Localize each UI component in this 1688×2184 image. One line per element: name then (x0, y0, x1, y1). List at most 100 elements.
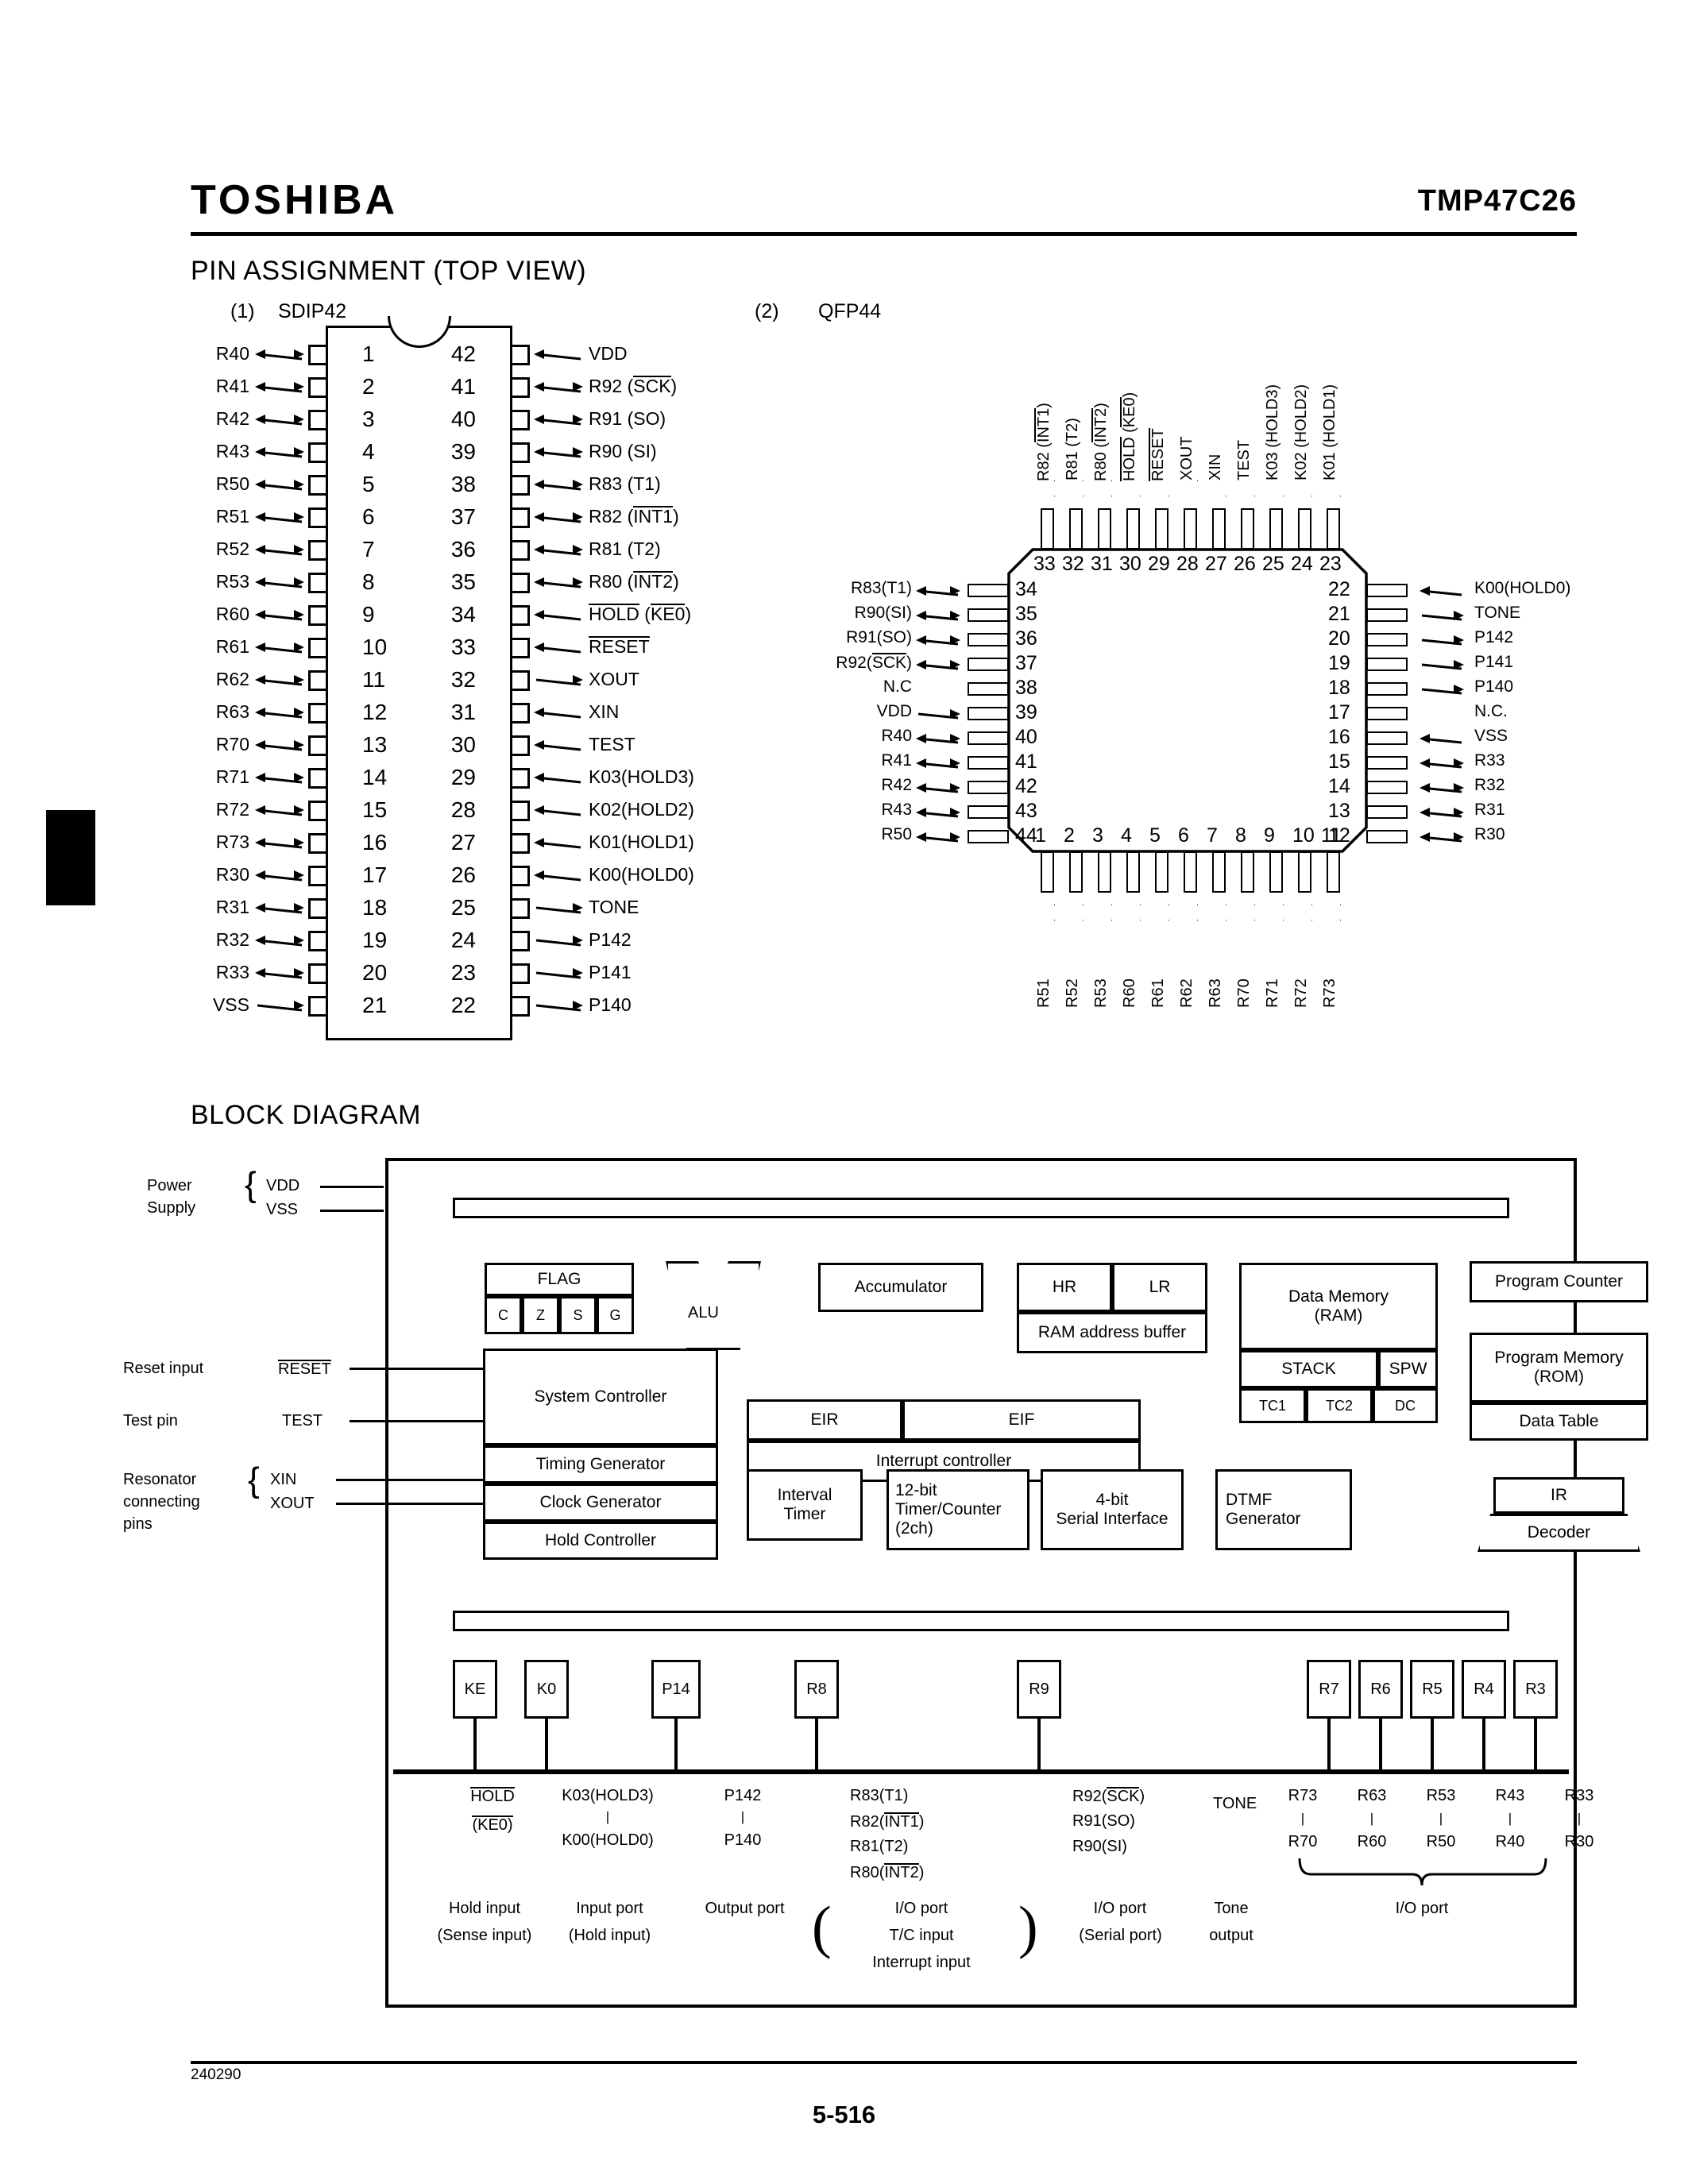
qfp44-pin-number: 28 (1176, 553, 1199, 575)
r81-signal-label: R81(T2) (850, 1838, 909, 1855)
chip-boundary (385, 1158, 1577, 2008)
pin-lead (512, 573, 530, 593)
qfp44-pin-lead (1212, 508, 1226, 550)
power-brace: { (245, 1165, 257, 1204)
data-table-block: Data Table (1470, 1403, 1648, 1441)
port-connector (1037, 1719, 1041, 1771)
eif-block: EIF (902, 1399, 1141, 1441)
lr-block: LR (1112, 1263, 1207, 1312)
port-connector (473, 1719, 477, 1771)
qfp44-pin-label: N.C (883, 677, 912, 696)
spw-block: SPW (1378, 1350, 1438, 1388)
vss-label: VSS (266, 1201, 299, 1218)
qfp44-pin-label: HOLD (KE0) (1120, 392, 1138, 481)
pin-lead (308, 670, 326, 691)
qfp44-pin-lead (1212, 851, 1226, 893)
qfp44-pin-lead (968, 633, 1009, 646)
r92-signal-label: R92(SCK) (1072, 1787, 1145, 1805)
timer-counter-block: 12-bit Timer/Counter (2ch) (886, 1469, 1029, 1550)
qfp44-direction-arrow-icon (1282, 895, 1284, 930)
p140-signal-label: P140 (724, 1831, 762, 1849)
reset-input-label: Reset input (123, 1360, 204, 1377)
pin-direction-arrow-icon (534, 773, 581, 784)
port-block-r6: R6 (1358, 1660, 1403, 1719)
pin-number: 39 (450, 439, 476, 464)
pin-label: R40 (215, 343, 249, 364)
qfp44-pin-lead (1069, 508, 1083, 550)
pin-label: R72 (215, 799, 249, 820)
r80-signal-label: R80(INT2) (850, 1863, 925, 1881)
qfp44-pin-lead (1098, 508, 1111, 550)
pin-lead (308, 931, 326, 951)
qfp44-pin-label: K00(HOLD0) (1474, 579, 1571, 597)
pin-number: 33 (450, 635, 476, 659)
pin-lead (308, 735, 326, 756)
pin-lead (308, 833, 326, 854)
qfp44-pin-number: 29 (1148, 553, 1170, 575)
pin-label: K01(HOLD1) (589, 832, 694, 852)
pin-number: 21 (362, 993, 388, 1017)
pin-label: R50 (215, 473, 249, 494)
io-tc-desc-1: I/O port (894, 1900, 948, 1917)
qfp44-direction-arrow-icon (1421, 635, 1464, 645)
io-tc-paren-close: ) (1018, 1895, 1038, 1960)
pin-lead (512, 833, 530, 854)
pin-number: 14 (362, 765, 388, 789)
pin-number: 9 (362, 602, 375, 627)
resonator-label-1: Resonator (123, 1471, 197, 1488)
pin-direction-arrow-icon (255, 447, 304, 458)
pin-label: R70 (215, 734, 249, 754)
qfp44-pin-lead (1269, 851, 1283, 893)
pin-number: 36 (450, 537, 476, 561)
port-connector (1534, 1719, 1537, 1771)
qfp44-pin-number: 41 (1015, 751, 1037, 773)
tc1-block: TC1 (1239, 1388, 1306, 1423)
qfp44-pin-number: 25 (1262, 553, 1284, 575)
k-range-dots: | (605, 1809, 610, 1824)
stack-block: STACK (1239, 1350, 1378, 1388)
pin-lead (308, 507, 326, 528)
pin-number: 16 (362, 830, 388, 855)
pin-lead (308, 475, 326, 496)
qfp44-pin-number: 10 (1292, 824, 1315, 847)
pin-number: 12 (362, 700, 388, 724)
pin-number: 26 (450, 862, 476, 887)
qfp44-pin-lead (968, 658, 1009, 671)
qfp44-direction-arrow-icon (1339, 895, 1341, 930)
qfp44-pin-lead (968, 584, 1009, 597)
qfp44-pin-label: R83(T1) (850, 579, 912, 597)
qfp44-pin-number: 23 (1319, 553, 1342, 575)
pin-direction-arrow-icon (255, 642, 304, 654)
qfp44-pin-number: 33 (1033, 553, 1056, 575)
qfp44-direction-arrow-icon (1082, 895, 1083, 930)
qfp44-pin-number: 32 (1062, 553, 1084, 575)
port-connector (815, 1719, 818, 1771)
qfp44-direction-arrow-icon (1225, 895, 1226, 930)
qfp44-pin-number: 37 (1015, 652, 1037, 674)
program-counter-block: Program Counter (1470, 1261, 1648, 1302)
pin-direction-arrow-icon (255, 349, 304, 361)
qfp44-pin-number: 2 (1064, 824, 1075, 847)
pin-lead (512, 768, 530, 789)
dc-block: DC (1373, 1388, 1438, 1423)
qfp44-direction-arrow-icon (1168, 895, 1169, 930)
qfp44-pin-label: R31 (1474, 801, 1505, 819)
pin-number: 11 (362, 667, 386, 692)
pin-label: K03(HOLD3) (589, 766, 694, 787)
pin-direction-arrow-icon (534, 577, 583, 588)
qfp44-pin-label: R92(SCK) (836, 653, 912, 672)
qfp44-direction-arrow-icon (1053, 895, 1055, 930)
io-port-range-dots: | (1577, 1811, 1582, 1826)
pin-direction-arrow-icon (255, 773, 304, 784)
p-range-dots: | (740, 1809, 745, 1824)
qfp44-pin-number: 5 (1149, 824, 1161, 847)
qfp44-pin-lead (1155, 508, 1168, 550)
